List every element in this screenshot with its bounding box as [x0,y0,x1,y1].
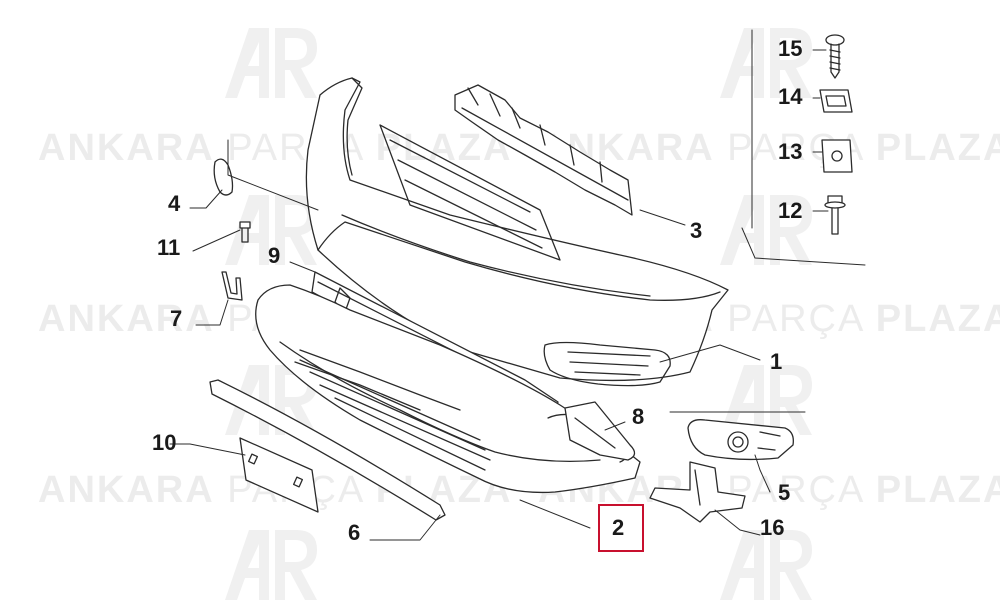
callout-2: 2 [612,515,625,540]
part-8-side-insert [564,401,636,461]
watermark-logo [720,195,812,265]
callout-16: 16 [760,515,785,540]
callout-9: 9 [268,243,281,268]
part-5-fog-lamp [687,419,794,461]
part-7-clip [221,271,243,301]
callout-4: 4 [168,191,181,216]
part-13-speed-nut [821,139,853,173]
callout-15: 15 [778,36,803,61]
part-12-flange-bolt [824,195,846,235]
callout-6: 6 [348,520,361,545]
part-3-upper-bracket [454,84,633,216]
callout-2-highlight-box [598,504,644,552]
part-6-trim-strip [209,379,446,521]
watermark-logo [720,530,812,600]
part-10-plate-bracket [239,437,319,513]
part-16-side-bracket [649,461,746,523]
watermark-logo [225,195,317,265]
callout-10: 10 [152,430,177,455]
watermark-logo [720,365,812,435]
callout-11: 11 [157,235,181,260]
callout-3: 3 [690,218,703,243]
watermark-logo [225,28,317,98]
leader-lines [169,29,866,541]
part-4-tow-hook-cover [213,158,234,196]
callout-12: 12 [778,198,803,223]
watermark-logo [225,530,317,600]
part-14-clip-nut [819,89,853,113]
callout-1: 1 [770,349,783,374]
callout-14: 14 [778,84,803,109]
part-11-bolt [239,221,251,243]
callout-5: 5 [778,480,791,505]
part-15-screw [825,34,845,79]
watermark-logo [720,28,812,98]
part-1-bumper-cover [305,77,729,387]
callout-8: 8 [632,404,645,429]
callout-13: 13 [778,139,803,164]
part-2-lower-grille [255,284,641,494]
callout-7: 7 [170,306,183,331]
